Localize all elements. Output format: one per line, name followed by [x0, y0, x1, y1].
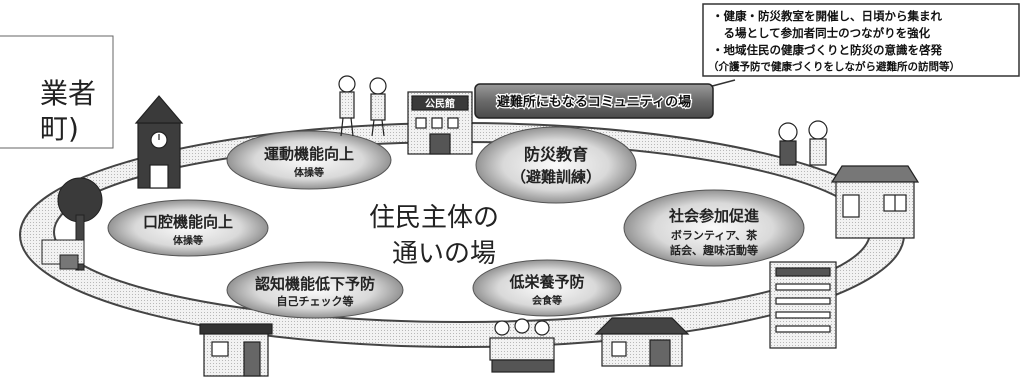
house-icon: [594, 317, 690, 367]
note-box: ・健康・防災教室を開催し、日頃から集まれ る場として参加者同士のつながりを強化 …: [702, 3, 1020, 77]
note-line-1: ・健康・防災教室を開催し、日頃から集まれ: [712, 9, 942, 23]
activity-nutrition-sub: 会食等: [532, 294, 562, 307]
community-banner: 避難所にもなるコミュニティの場: [474, 83, 714, 119]
activity-pill-nutrition: 低栄養予防 会食等: [472, 259, 622, 317]
activity-pill-disaster: 防災教育 （避難訓練）: [475, 126, 637, 204]
center-title-line1: 住民主体の: [369, 203, 499, 233]
note-line-2: る場として参加者同士のつながりを強化: [712, 26, 931, 40]
storefront-icon: [199, 323, 273, 377]
activity-exercise-label: 運動機能向上: [264, 145, 354, 163]
activity-pill-social: 社会参加促進 ボランティア、茶 話会、趣味活動等: [623, 189, 805, 267]
left-box-line2: 町): [40, 112, 79, 145]
elderly-walkers-icon: [338, 75, 387, 137]
community-banner-label: 避難所にもなるコミュニティの場: [497, 94, 691, 110]
left-text-box: 業者 町): [0, 35, 114, 149]
activity-cognitive-label: 認知機能低下予防: [255, 275, 375, 293]
note-line-3: ・地域住民の健康づくりと防災の意識を啓発: [712, 43, 942, 57]
school-building-icon: [134, 95, 184, 189]
people-group-icon: [489, 318, 555, 373]
left-box-line1: 業者: [40, 77, 96, 110]
activity-cognitive-sub: 自己チェック等: [277, 294, 354, 308]
center-title: 住民主体の 通いの場: [369, 203, 499, 269]
activity-exercise-sub: 体操等: [294, 166, 324, 179]
activity-pill-cognitive: 認知機能低下予防 自己チェック等: [226, 261, 404, 319]
elderly-couple-icon: [778, 120, 828, 166]
activity-disaster-sub: （避難訓練）: [511, 168, 601, 186]
activity-pill-exercise: 運動機能向上 体操等: [226, 130, 392, 190]
center-title-line2: 通いの場: [392, 239, 496, 269]
activity-disaster-label: 防災教育: [524, 145, 588, 164]
apartment-building-icon: [769, 261, 837, 349]
activity-nutrition-label: 低栄養予防: [508, 273, 584, 291]
activity-social-sub2: 話会、趣味活動等: [670, 243, 758, 257]
activity-oral-sub: 体操等: [173, 234, 203, 247]
hall-sign: 公民館: [425, 97, 455, 110]
note-line-4: （介護予防で健康づくりをしながら避難所の訪問等）: [708, 60, 960, 73]
activity-oral-label: 口腔機能向上: [143, 213, 233, 231]
activity-social-sub: ボランティア、茶: [671, 228, 758, 242]
activity-pill-oral: 口腔機能向上 体操等: [107, 199, 269, 257]
tree-bench-icon: [41, 177, 103, 271]
shop-building-icon: [830, 165, 920, 239]
activity-social-label: 社会参加促進: [668, 207, 760, 225]
community-hall-icon: 公民館: [407, 91, 473, 155]
